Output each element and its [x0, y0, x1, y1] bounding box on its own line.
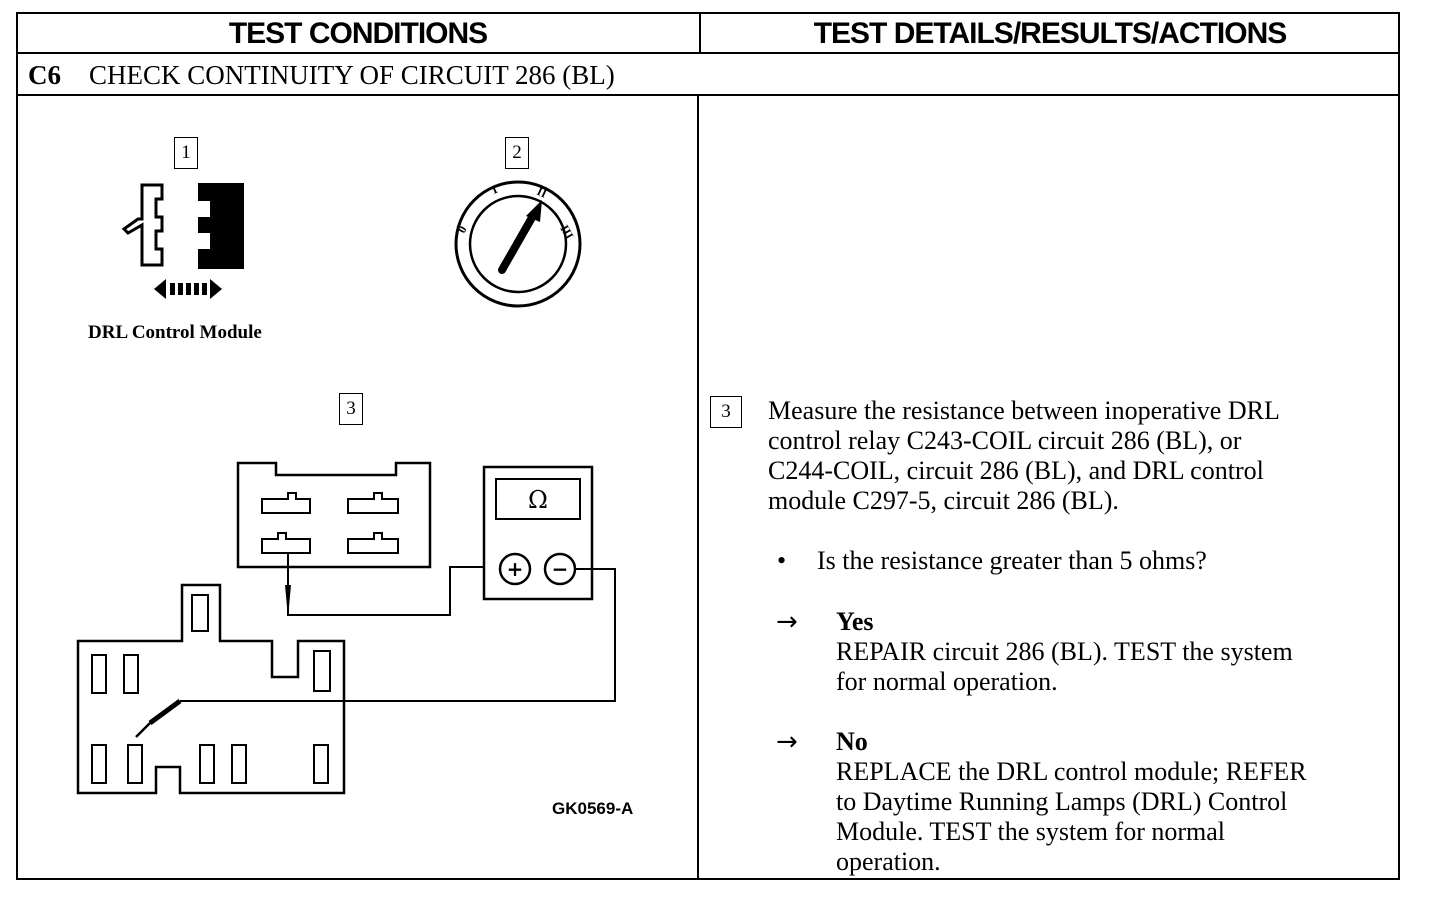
- instruction-text: Measure the resistance between inoperati…: [768, 396, 1280, 516]
- callout-1: 1: [174, 137, 198, 169]
- no-action-line: REPLACE the DRL control module; REFER: [836, 757, 1307, 786]
- test-table: [16, 12, 1400, 880]
- step-title: CHECK CONTINUITY OF CIRCUIT 286 (BL): [89, 60, 615, 90]
- ignition-label-2: II: [535, 184, 550, 201]
- header-column-divider: [699, 12, 701, 54]
- yes-result: Yes REPAIR circuit 286 (BL). TEST the sy…: [836, 607, 1293, 697]
- no-action-line: Module. TEST the system for normal: [836, 817, 1225, 846]
- callout-3: 3: [339, 393, 363, 425]
- bullet-marker: •: [777, 546, 787, 575]
- step-heading: C6 CHECK CONTINUITY OF CIRCUIT 286 (BL): [28, 60, 615, 91]
- no-label: No: [836, 727, 868, 756]
- ignition-label-3: III: [557, 223, 576, 242]
- step-divider: [16, 94, 1400, 96]
- module-caption: DRL Control Module: [88, 322, 262, 343]
- instruction-line: Measure the resistance between inoperati…: [768, 396, 1280, 425]
- no-action-line: to Daytime Running Lamps (DRL) Control: [836, 787, 1288, 816]
- instruction-line: control relay C243-COIL circuit 286 (BL)…: [768, 426, 1242, 455]
- header-divider: [16, 52, 1400, 54]
- wiring-diagram: Ω + −: [76, 461, 616, 795]
- ignition-switch-icon: 0 I II III: [454, 180, 582, 308]
- no-result: No REPLACE the DRL control module; REFER…: [836, 727, 1307, 877]
- plus-icon: +: [507, 557, 524, 581]
- no-arrow-icon: →: [776, 727, 798, 757]
- question-text: Is the resistance greater than 5 ohms?: [817, 546, 1207, 575]
- yes-arrow-icon: →: [776, 607, 798, 637]
- callout-2: 2: [505, 137, 529, 169]
- body-column-divider: [697, 94, 699, 880]
- no-action-line: operation.: [836, 847, 941, 876]
- header-test-details: TEST DETAILS/RESULTS/ACTIONS: [813, 17, 1288, 50]
- connector-disconnect-icon: [121, 183, 244, 299]
- ohm-icon: Ω: [528, 486, 548, 514]
- header-test-conditions: TEST CONDITIONS: [228, 17, 488, 50]
- minus-icon: −: [552, 557, 569, 581]
- instruction-line: C244-COIL, circuit 286 (BL), and DRL con…: [768, 456, 1264, 485]
- figure-id: GK0569-A: [552, 799, 634, 818]
- step-code: C6: [28, 60, 61, 90]
- yes-action-line: REPAIR circuit 286 (BL). TEST the system: [836, 637, 1293, 666]
- yes-action-line: for normal operation.: [836, 667, 1058, 696]
- details-callout-3: 3: [710, 396, 742, 428]
- instruction-line: module C297-5, circuit 286 (BL).: [768, 486, 1119, 515]
- ignition-label-1: I: [489, 182, 499, 197]
- yes-label: Yes: [836, 607, 874, 636]
